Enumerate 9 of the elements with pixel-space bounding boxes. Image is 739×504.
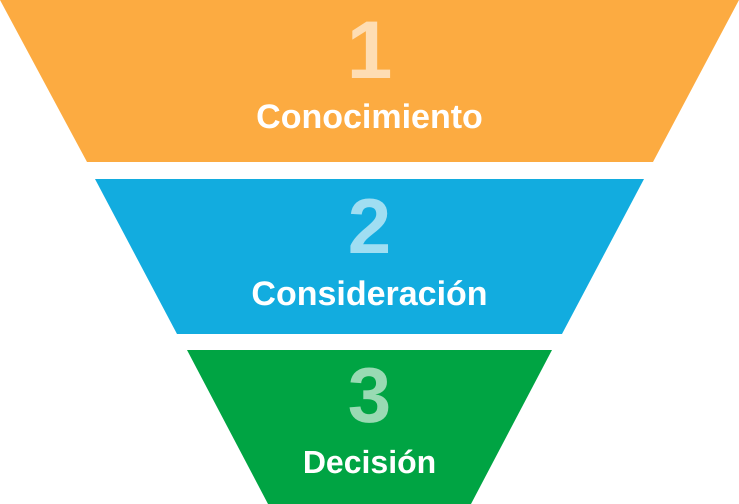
stage-label: Conocimiento xyxy=(255,100,484,134)
stage-number: 2 xyxy=(346,187,392,265)
stage-number: 3 xyxy=(346,356,392,434)
stage-label: Consideración xyxy=(250,277,489,311)
stage-number: 1 xyxy=(346,10,394,92)
funnel-stage xyxy=(0,0,739,162)
funnel-stage xyxy=(187,350,552,504)
funnel-stage xyxy=(95,179,644,334)
stage-label: Decisión xyxy=(302,446,438,478)
